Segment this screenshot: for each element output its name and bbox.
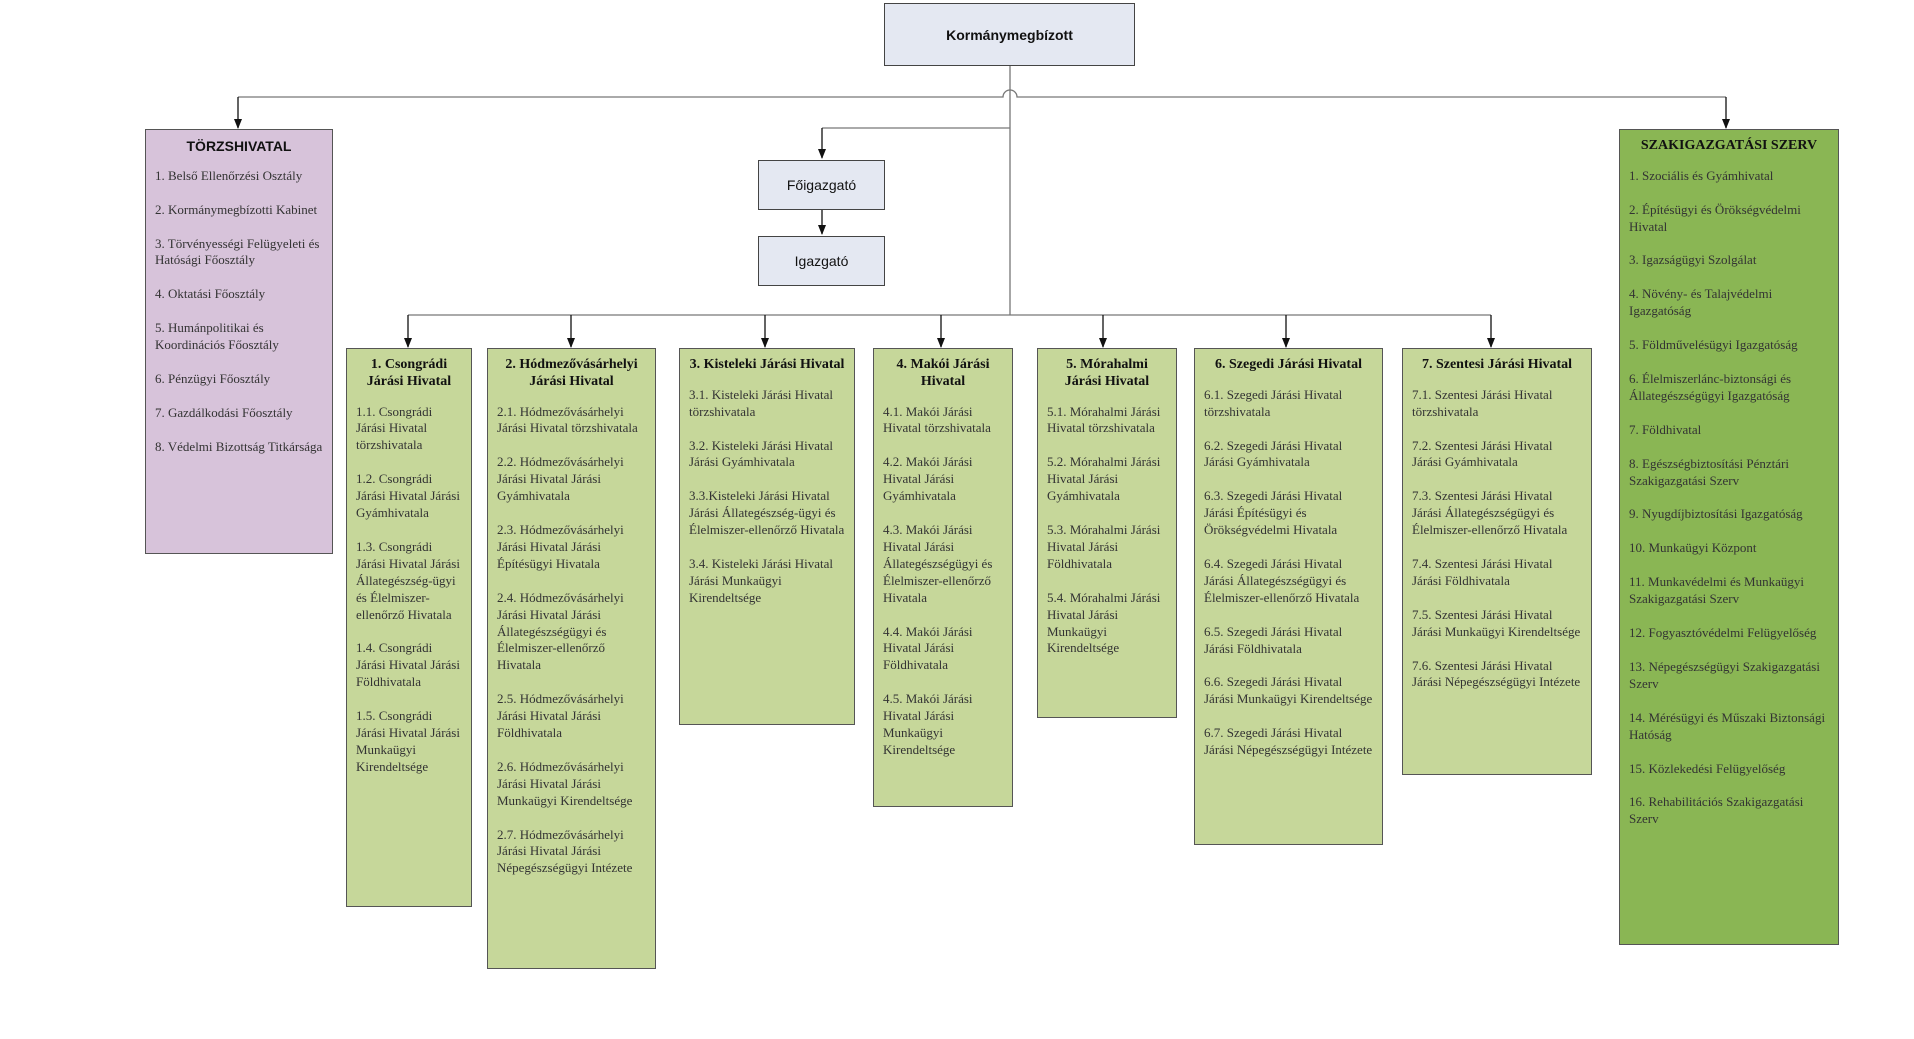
list-item: 7.6. Szentesi Járási Hivatal Járási Népe…	[1412, 657, 1581, 690]
list-item: 16. Rehabilitációs Szakigazgatási Szerv	[1629, 794, 1804, 827]
left-box-title: TÖRZSHIVATAL	[186, 138, 292, 154]
district-title: 6. Szegedi Járási Hivatal	[1215, 357, 1362, 372]
list-item: 9. Nyugdíjbiztosítási Igazgatóság	[1629, 506, 1803, 522]
list-item: 3. Igazságügyi Szolgálat	[1629, 252, 1757, 268]
list-item: 8. Egészségbiztosítási Pénztári Szakigaz…	[1629, 455, 1789, 488]
list-item: 7.1. Szentesi Járási Hivatal törzshivata…	[1412, 386, 1553, 419]
district-list: 2.1. Hódmezővásárhelyi Járási Hivatal tö…	[497, 404, 646, 878]
list-item: 6.4. Szegedi Járási Hivatal Járási Állat…	[1204, 556, 1360, 605]
director-box: Igazgató	[758, 236, 885, 286]
district-title: 5. Mórahalmi Járási Hivatal	[1064, 357, 1150, 389]
list-item: 3.2. Kisteleki Járási Hivatal Járási Gyá…	[689, 437, 834, 470]
list-item: 2.4. Hódmezővásárhelyi Járási Hivatal Já…	[497, 589, 624, 673]
list-item: 7.4. Szentesi Járási Hivatal Járási Föld…	[1412, 556, 1553, 588]
list-item: 4.4. Makói Járási Hivatal Járási Földhiv…	[883, 623, 973, 673]
list-item: 2.5. Hódmezővásárhelyi Járási Hivatal Já…	[497, 691, 624, 740]
list-item: 1.3. Csongrádi Járási Hivatal Járási Áll…	[356, 538, 460, 622]
list-item: 6. Élelmiszerlánc-biztonsági és Állategé…	[1629, 371, 1792, 403]
list-item: 7. Földhivatal	[1629, 421, 1702, 437]
top-box-title: Kormánymegbízott	[946, 26, 1073, 43]
list-item: 1. Belső Ellenőrzési Osztály	[155, 167, 303, 183]
district-list: 5.1. Mórahalmi Járási Hivatal törzshivat…	[1047, 404, 1167, 658]
right-box: SZAKIGAZGATÁSI SZERV 1. Szociális és Gyá…	[1619, 129, 1839, 945]
list-item: 6. Pénzügyi Főosztály	[155, 371, 271, 387]
list-item: 10. Munkaügyi Központ	[1629, 540, 1757, 556]
list-item: 6.5. Szegedi Járási Hivatal Járási Földh…	[1204, 623, 1343, 656]
list-item: 5.1. Mórahalmi Járási Hivatal törzshivat…	[1047, 403, 1161, 436]
district-box-5: 5. Mórahalmi Járási Hivatal 5.1. Mórahal…	[1037, 348, 1177, 718]
district-title: 4. Makói Járási Hivatal	[896, 357, 990, 389]
list-item: 7.5. Szentesi Járási Hivatal Járási Munk…	[1412, 606, 1581, 639]
list-item: 5. Földművelésügyi Igazgatóság	[1629, 337, 1798, 353]
district-title: 3. Kisteleki Járási Hivatal	[689, 357, 845, 372]
list-item: 2.2. Hódmezővásárhelyi Járási Hivatal Já…	[497, 454, 624, 504]
list-item: 2.1. Hódmezővásárhelyi Járási Hivatal tö…	[497, 403, 638, 436]
list-item: 4. Oktatási Főosztály	[155, 286, 266, 302]
left-box-list: 1. Belső Ellenőrzési Osztály 2. Kormánym…	[155, 168, 323, 456]
list-item: 3.3.Kisteleki Járási Hivatal Járási Álla…	[689, 488, 845, 538]
list-item: 6.7. Szegedi Járási Hivatal Járási Népeg…	[1204, 725, 1373, 758]
list-item: 6.1. Szegedi Járási Hivatal törzshivatal…	[1204, 386, 1343, 419]
district-box-4: 4. Makói Járási Hivatal 4.1. Makói Járás…	[873, 348, 1013, 807]
district-list: 6.1. Szegedi Járási Hivatal törzshivatal…	[1204, 387, 1373, 759]
list-item: 5.4. Mórahalmi Járási Hivatal Járási Mun…	[1047, 589, 1161, 656]
list-item: 2. Építésügyi és Örökségvédelmi Hivatal	[1629, 201, 1801, 234]
district-box-6: 6. Szegedi Járási Hivatal 6.1. Szegedi J…	[1194, 348, 1383, 845]
list-item: 11. Munkavédelmi és Munkaügyi Szakigazga…	[1629, 574, 1804, 607]
list-item: 14. Mérésügyi és Műszaki Biztonsági Ható…	[1629, 709, 1826, 742]
top-box: Kormánymegbízott	[884, 3, 1135, 66]
district-box-3: 3. Kisteleki Járási Hivatal 3.1. Kistele…	[679, 348, 855, 725]
deputy-box: Főigazgató	[758, 160, 885, 210]
district-box-1: 1. Csongrádi Járási Hivatal 1.1. Csongrá…	[346, 348, 472, 907]
district-box-7: 7. Szentesi Járási Hivatal 7.1. Szentesi…	[1402, 348, 1592, 775]
list-item: 13. Népegészségügyi Szakigazgatási Szerv	[1629, 658, 1820, 691]
district-list: 3.1. Kisteleki Járási Hivatal törzshivat…	[689, 387, 845, 607]
district-title: 7. Szentesi Járási Hivatal	[1421, 357, 1573, 372]
top-bus-line	[238, 89, 1726, 98]
district-title: 1. Csongrádi Járási Hivatal	[366, 357, 452, 389]
list-item: 5.3. Mórahalmi Járási Hivatal Járási Föl…	[1047, 522, 1161, 571]
list-item: 5.2. Mórahalmi Járási Hivatal Járási Gyá…	[1047, 454, 1161, 504]
list-item: 2.7. Hódmezővásárhelyi Járási Hivatal Já…	[497, 826, 633, 876]
deputy-box-title: Főigazgató	[786, 177, 857, 193]
list-item: 6.6. Szegedi Járási Hivatal Járási Munka…	[1204, 674, 1373, 707]
left-box: TÖRZSHIVATAL 1. Belső Ellenőrzési Osztál…	[145, 129, 333, 554]
district-list: 1.1. Csongrádi Járási Hivatal törzshivat…	[356, 404, 462, 776]
list-item: 2.3. Hódmezővásárhelyi Járási Hivatal Já…	[497, 522, 624, 571]
director-box-title: Igazgató	[794, 253, 849, 269]
list-item: 1.1. Csongrádi Járási Hivatal törzshivat…	[356, 403, 433, 453]
list-item: 7.2. Szentesi Járási Hivatal Járási Gyám…	[1412, 437, 1553, 470]
list-item: 2. Kormánymegbízotti Kabinet	[155, 201, 318, 217]
district-title: 2. Hódmezővásárhelyi Járási Hivatal	[505, 357, 638, 389]
district-box-2: 2. Hódmezővásárhelyi Járási Hivatal 2.1.…	[487, 348, 656, 969]
list-item: 4.3. Makói Járási Hivatal Járási Állateg…	[883, 522, 993, 605]
list-item: 3. Törvényességi Felügyeleti és Hatósági…	[155, 235, 320, 268]
district-list: 7.1. Szentesi Járási Hivatal törzshivata…	[1412, 387, 1582, 692]
list-item: 6.3. Szegedi Járási Hivatal Járási Építé…	[1204, 488, 1343, 538]
right-box-title: SZAKIGAZGATÁSI SZERV	[1640, 138, 1818, 153]
list-item: 7. Gazdálkodási Főosztály	[155, 404, 293, 420]
list-item: 1. Szociális és Gyámhivatal	[1629, 167, 1774, 183]
list-item: 6.2. Szegedi Járási Hivatal Járási Gyámh…	[1204, 437, 1343, 470]
list-item: 15. Közlekedési Felügyelőség	[1629, 760, 1786, 776]
list-item: 4.1. Makói Járási Hivatal törzshivatala	[883, 403, 991, 436]
list-item: 2.6. Hódmezővásárhelyi Járási Hivatal Já…	[497, 758, 633, 808]
right-box-list: 1. Szociális és Gyámhivatal 2. Építésügy…	[1629, 168, 1829, 828]
list-item: 1.4. Csongrádi Járási Hivatal Járási Föl…	[356, 640, 460, 690]
list-item: 12. Fogyasztóvédelmi Felügyelőség	[1629, 625, 1817, 641]
list-item: 7.3. Szentesi Járási Hivatal Járási Álla…	[1412, 488, 1568, 538]
list-item: 3.1. Kisteleki Járási Hivatal törzshivat…	[689, 386, 834, 419]
list-item: 8. Védelmi Bizottság Titkársága	[155, 438, 323, 454]
list-item: 1.5. Csongrádi Járási Hivatal Járási Mun…	[356, 708, 460, 774]
list-item: 3.4. Kisteleki Járási Hivatal Járási Mun…	[689, 556, 834, 605]
list-item: 4.2. Makói Járási Hivatal Járási Gyámhiv…	[883, 454, 973, 504]
list-item: 4.5. Makói Járási Hivatal Járási Munkaüg…	[883, 691, 973, 757]
list-item: 5. Humánpolitikai és Koordinációs Főoszt…	[155, 320, 279, 353]
list-item: 4. Növény- és Talajvédelmi Igazgatóság	[1629, 286, 1773, 319]
list-item: 1.2. Csongrádi Járási Hivatal Járási Gyá…	[356, 471, 460, 521]
district-list: 4.1. Makói Járási Hivatal törzshivatala …	[883, 404, 1003, 759]
